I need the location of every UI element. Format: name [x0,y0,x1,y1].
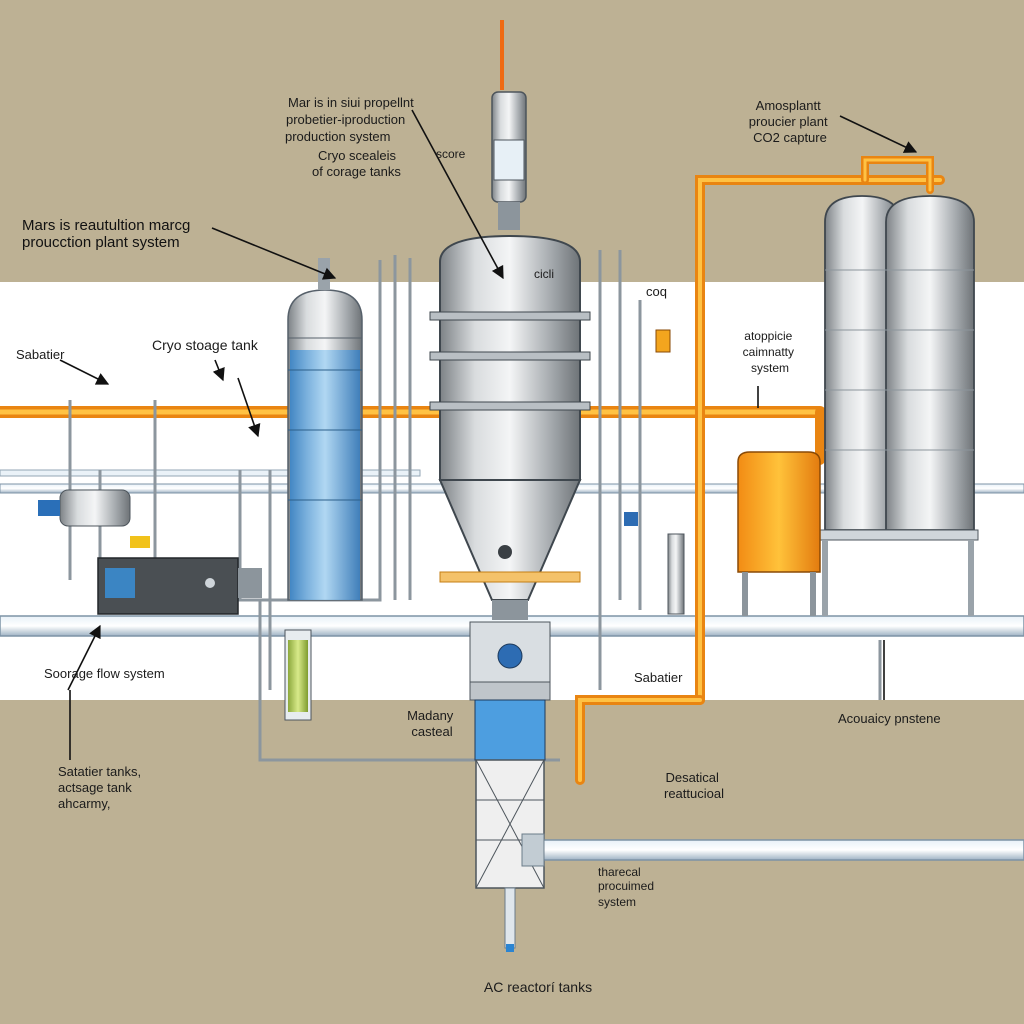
label-desatical: Desatical reattucioal [664,770,724,801]
outlet-pipe [521,833,1024,867]
label-cryo-tank: Cryo stoage tank [152,337,259,353]
label-sabatier-tanks: Satatier tanks, actsage tank ahcarmy, [58,764,145,811]
label-reactor-tanks: AC reactorí tanks [484,979,592,995]
orange-process-pipe [0,156,945,785]
label-atmo-plant: Amosplantt proucier plant CO2 capture [749,98,831,145]
label-score: score [436,147,466,161]
label-mars-plant: Mars is reautultion marcg proucction pla… [22,217,195,251]
cryo-storage-tank [287,258,363,601]
feed-pump [38,489,150,548]
label-masonry: Madany casteal [407,708,457,739]
label-hareal: tharecal procuimed system [598,865,657,909]
label-sabatier-mid: Sabatier [634,670,683,685]
co2-capture-silos [817,195,979,616]
label-vessel-tag: cicli [534,267,554,281]
compressor-unit [97,557,262,615]
label-acuity: Acouaicy pnstene [838,711,941,726]
level-indicator [284,629,312,721]
label-cryo-score: Cryo scealeis of corage tanks [312,148,401,179]
central-reactor-vessel [429,20,591,620]
transfer-column [469,621,551,952]
label-mars-insitu: Mar is in siui propellnt probetier-iprod… [285,95,417,144]
auxiliary-vessels [624,329,685,615]
annotation-arrows [59,109,918,760]
label-sabatier-left: Sabatier [16,347,65,362]
orange-buffer-tank [737,451,821,616]
label-co2-top: coq [646,284,667,299]
label-storage-flow: Soorage flow system [44,666,165,681]
label-atmo-capacity: atoppicie caimnatty system [743,329,798,375]
